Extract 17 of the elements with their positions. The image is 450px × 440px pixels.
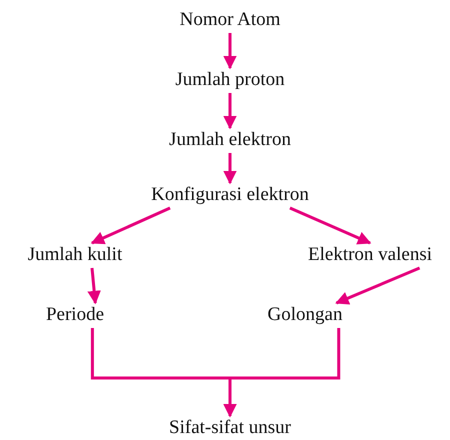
node-text: Jumlah elektron — [169, 129, 291, 150]
node-text: Jumlah kulit — [28, 244, 122, 265]
arrow — [87, 268, 101, 304]
arrow — [223, 328, 340, 418]
arrow — [223, 33, 237, 70]
node-text: Nomor Atom — [180, 9, 280, 30]
node-text: Periode — [46, 304, 104, 325]
node-text: Jumlah proton — [175, 69, 285, 90]
node-text: Konfigurasi elektron — [151, 184, 309, 205]
node-text: Sifat-sifat unsur — [169, 417, 291, 438]
arrow — [289, 206, 372, 244]
node-text: Golongan — [268, 304, 342, 325]
arrow — [335, 266, 420, 304]
arrow — [90, 206, 171, 244]
node-text: Elektron valensi — [308, 244, 432, 265]
arrow — [223, 153, 237, 184]
arrow — [223, 93, 237, 130]
